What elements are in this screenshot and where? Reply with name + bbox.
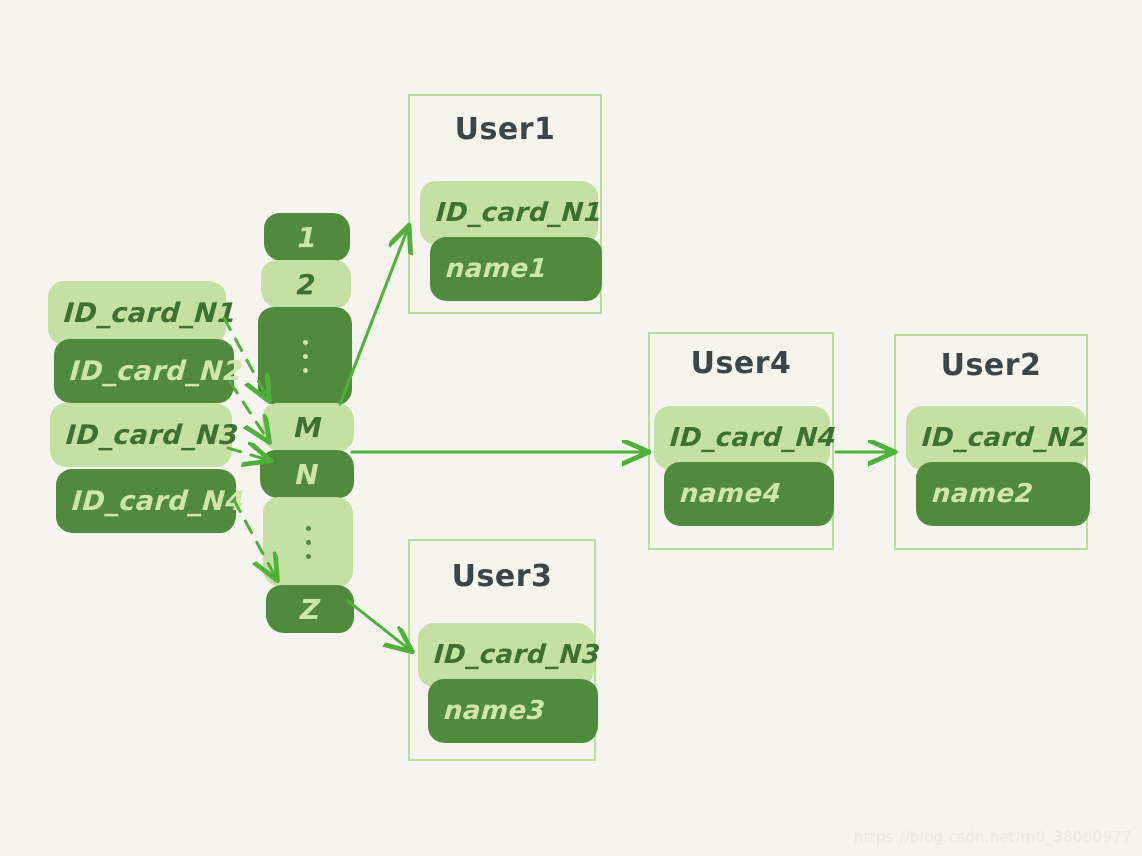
bucket-slot-label: N [295, 457, 319, 491]
user-id-card-label: ID_card_N3 [432, 640, 602, 670]
user-name-chip: name4 [664, 462, 834, 526]
list-item-id-card-n2[interactable]: ID_card_N2 [54, 339, 244, 403]
user-id-card-label: ID_card_N4 [668, 423, 838, 453]
user-id-card-chip: ID_card_N1 [420, 181, 604, 245]
bucket-slot-2[interactable]: 2 [261, 260, 351, 308]
bucket-slot-1[interactable]: 1 [264, 213, 350, 261]
user-box-user1[interactable]: User1 ID_card_N1 name1 [408, 94, 604, 314]
user-name-label: name4 [678, 479, 783, 509]
watermark: https://blog.csdn.net/m0_38060977 [853, 828, 1132, 846]
bucket-slot-ellipsis-lower [263, 497, 353, 587]
user-box-user4[interactable]: User4 ID_card_N4 name4 [648, 332, 838, 550]
user-box-title: User2 [940, 348, 1042, 383]
list-item-id-card-n3[interactable]: ID_card_N3 [50, 403, 240, 467]
list-item-id-card-n1[interactable]: ID_card_N1 [48, 281, 238, 345]
hash-bucket-slots: 1 2 M N Z [258, 210, 358, 633]
user-name-chip: name2 [916, 462, 1090, 526]
user-id-card-label: ID_card_N1 [434, 198, 604, 228]
vertical-ellipsis-icon [302, 339, 308, 373]
bucket-slot-label: M [294, 410, 322, 444]
bucket-slot-label: Z [299, 592, 321, 626]
user-id-card-label: ID_card_N2 [920, 423, 1090, 453]
list-item-id-card-n4[interactable]: ID_card_N4 [56, 469, 246, 533]
user-box-title: User4 [690, 346, 792, 381]
vertical-ellipsis-icon [305, 525, 311, 559]
bucket-slot-m[interactable]: M [262, 403, 354, 451]
id-card-list: ID_card_N1 ID_card_N2 ID_card_N3 ID_card… [46, 281, 246, 563]
user-name-chip: name1 [430, 237, 602, 301]
user-box-title: User1 [454, 112, 556, 147]
bucket-slot-label: 2 [296, 267, 316, 301]
bucket-slot-label: 1 [297, 220, 317, 254]
user-id-card-chip: ID_card_N2 [906, 406, 1090, 470]
user-id-card-chip: ID_card_N3 [418, 623, 602, 687]
user-box-user3[interactable]: User3 ID_card_N3 name3 [408, 539, 602, 761]
user-name-label: name2 [930, 479, 1035, 509]
bucket-slot-z[interactable]: Z [266, 585, 354, 633]
user-name-label: name1 [444, 254, 549, 284]
id-card-label: ID_card_N3 [64, 419, 240, 451]
user-box-title: User3 [451, 559, 553, 594]
id-card-label: ID_card_N2 [68, 355, 244, 387]
bucket-slot-n[interactable]: N [260, 450, 354, 498]
bucket-slot-ellipsis-upper [258, 307, 352, 405]
user-id-card-chip: ID_card_N4 [654, 406, 838, 470]
id-card-label: ID_card_N1 [62, 297, 238, 329]
id-card-label: ID_card_N4 [70, 485, 246, 517]
user-name-chip: name3 [428, 679, 598, 743]
user-box-user2[interactable]: User2 ID_card_N2 name2 [894, 334, 1090, 550]
user-name-label: name3 [442, 696, 547, 726]
